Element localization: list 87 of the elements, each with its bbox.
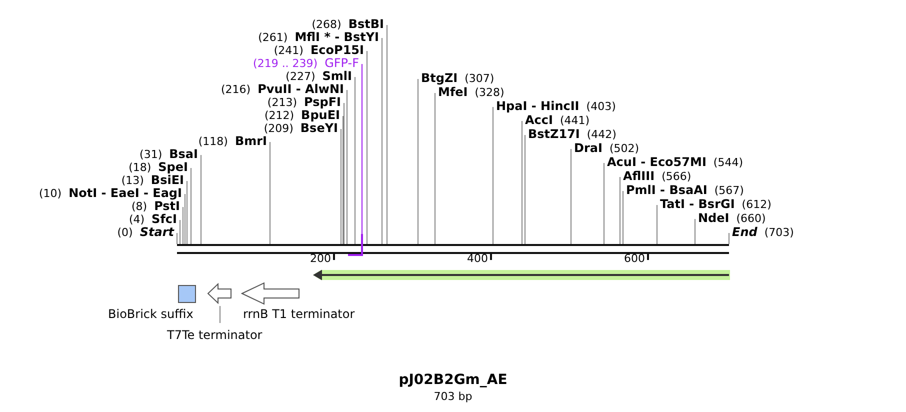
leader-line	[386, 24, 388, 244]
position-label: (403)	[586, 100, 616, 113]
position-label: (10)	[38, 187, 62, 200]
site-label: NotI - EaeI - EagI	[68, 187, 182, 200]
site-label: BtgZI	[421, 72, 458, 85]
feature-label: BioBrick suffix	[108, 307, 194, 321]
position-label: (209)	[264, 122, 294, 135]
tick-label: 200	[310, 252, 331, 265]
site-label: PstI	[154, 200, 180, 213]
position-label: (328)	[474, 86, 504, 99]
leader-line	[656, 204, 658, 244]
position-label: (612)	[742, 198, 772, 211]
leader-line	[728, 232, 730, 244]
position-label: (0)	[117, 226, 133, 239]
leader-line	[340, 128, 342, 244]
site-label: MflI * - BstYI	[294, 31, 379, 44]
site-label: BsaI	[169, 148, 198, 161]
site-label: NdeI	[698, 212, 730, 225]
position-label: (8)	[131, 200, 148, 213]
site-label: SmlI	[322, 70, 352, 83]
site-label: PspFI	[304, 96, 341, 109]
site-label: BstBI	[348, 18, 384, 31]
site-label: AflIII	[623, 170, 655, 183]
leader-line	[190, 168, 192, 244]
leader-line	[570, 148, 572, 244]
leader-line	[346, 90, 348, 244]
position-label: (261)	[258, 31, 288, 44]
site-label: BseYI	[300, 122, 338, 135]
position-label: (544)	[713, 156, 743, 169]
position-label: (13)	[121, 174, 144, 187]
primer-position-label: (219 .. 239)	[253, 57, 318, 70]
position-label: (212)	[264, 109, 294, 122]
leader-line	[200, 154, 202, 244]
leader-line	[354, 76, 356, 244]
site-label: PvuII - AlwNI	[258, 83, 344, 96]
leader-line	[176, 232, 178, 244]
position-label: (703)	[764, 226, 794, 239]
site-label: BsiEI	[150, 174, 184, 187]
leader-line	[182, 206, 184, 244]
leader-line	[694, 218, 696, 244]
position-label: (566)	[662, 170, 692, 183]
position-label: (442)	[586, 128, 616, 141]
position-label: (18)	[128, 161, 152, 174]
site-label: SpeI	[158, 161, 188, 174]
position-label: (31)	[140, 148, 162, 161]
leader-line	[186, 180, 188, 244]
position-label: (502)	[609, 142, 640, 155]
site-label: BmrI	[234, 135, 267, 148]
map-title: pJ02B2Gm_AE	[398, 372, 508, 388]
site-label: AccI	[525, 114, 553, 127]
leader-line	[366, 50, 368, 244]
position-label: (241)	[274, 44, 304, 57]
position-label: (660)	[736, 212, 766, 225]
feature-label: T7Te terminator	[167, 328, 262, 342]
site-label: DraI	[574, 142, 602, 155]
tick-label: 600	[624, 252, 645, 265]
site-label: MfeI	[438, 86, 468, 99]
sequence-bar	[177, 244, 729, 254]
leader-line	[434, 92, 436, 244]
leader-line	[492, 106, 494, 244]
site-label: AcuI - Eco57MI	[607, 156, 706, 169]
tick-label: 400	[467, 252, 488, 265]
site-label: BstZ17I	[528, 128, 580, 141]
position-label: (216)	[220, 83, 251, 96]
position-label: (4)	[128, 213, 145, 226]
position-label: (227)	[286, 70, 316, 83]
site-label: Start	[140, 226, 174, 239]
position-label: (213)	[267, 96, 298, 109]
position-label: (307)	[464, 72, 494, 85]
site-label: SfcI	[152, 213, 177, 226]
leader-line	[184, 194, 186, 244]
position-label: (118)	[198, 135, 228, 148]
site-label: End	[732, 226, 758, 239]
position-label: (268)	[312, 18, 342, 31]
site-label: TatI - BsrGI	[660, 198, 735, 211]
leader-line	[342, 116, 344, 244]
leader-line	[524, 134, 526, 244]
position-label: (567)	[714, 184, 744, 197]
site-label: BpuEI	[301, 109, 340, 122]
primer-label: GFP-F	[324, 57, 359, 70]
position-label: (441)	[560, 114, 590, 127]
site-label: HpaI - HincII	[496, 100, 580, 113]
feature-label: rrnB T1 terminator	[243, 307, 355, 321]
site-label: EcoP15I	[310, 44, 364, 57]
map-caption: 703 bp	[434, 390, 472, 403]
leader-line	[622, 190, 624, 244]
site-label: PmlI - BsaAI	[626, 184, 708, 197]
